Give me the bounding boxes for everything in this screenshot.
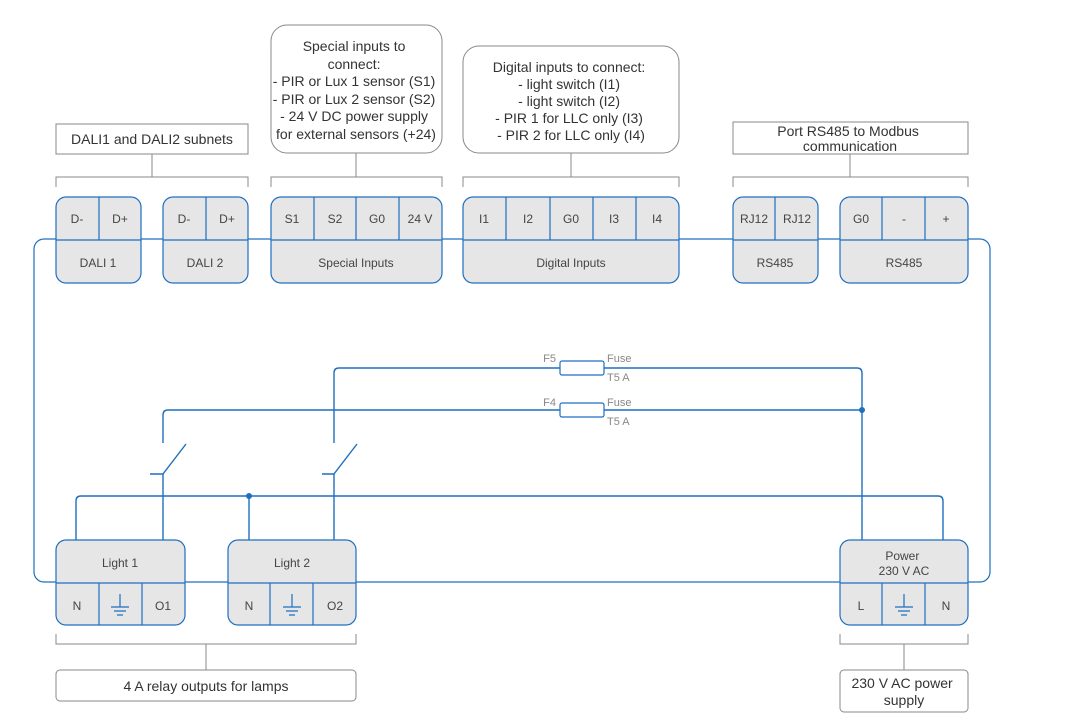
svg-text:230 V AC power supply: 230 V AC power supply [851,675,956,708]
pin-label: + [942,212,949,226]
pin-label: L [858,599,865,613]
callout-special-line: for external sensors (+24) [276,126,436,142]
pin-label: D+ [219,212,235,226]
ground-icon [111,594,129,616]
module-label: DALI 2 [187,256,224,270]
module-light2: Light 2 N O2 [227,539,357,626]
module-dali2: D- D+ DALI 2 [162,196,249,284]
callout-power-line: supply [884,692,924,708]
pin-label: G0 [369,212,385,226]
ground-icon [283,594,301,616]
pin-label: RJ12 [740,212,768,226]
callout-special: Special inputs to connect: - PIR or Lux … [270,24,443,154]
module-label: Digital Inputs [536,256,605,270]
module-label: RS485 [757,256,794,270]
svg-text:Port RS485 to Modbus com: Port RS485 to Modbus communication [777,123,923,154]
svg-text:Digital inputs to connect:: Digital inputs to connect: - light switc… [493,59,649,143]
pin-label: - [902,212,906,226]
pin-label: D- [71,212,84,226]
pin-label: D+ [112,212,128,226]
pin-label: I2 [523,212,533,226]
module-label: 230 V AC [879,564,930,578]
callout-special-line: - 24 V DC power supply [280,108,428,124]
callout-dali-text: DALI1 and DALI2 subnets [71,131,233,147]
module-power: Power 230 V AC L N [839,539,969,626]
pin-label: N [942,599,951,613]
bottom-brackets [55,634,969,670]
callout-special-line: - PIR or Lux 2 sensor (S2) [273,91,436,107]
fuse-f4: F4 Fuse T5 A [543,397,631,428]
module-dali1: D- D+ DALI 1 [55,196,142,284]
relay-switch-2 [322,443,358,500]
module-light1: Light 1 N O1 [55,539,186,626]
module-label: Light 1 [102,556,138,570]
ground-icon [895,594,913,616]
junction-dot [246,493,252,499]
fuse-id: F4 [543,397,556,409]
fuse-name: Fuse [607,353,631,365]
wire-f4 [162,409,862,443]
module-special-inputs: S1 S2 G0 24 V Special Inputs [270,196,443,284]
module-label: Power [885,549,919,563]
pin-label: I1 [479,212,489,226]
pin-label: G0 [853,212,869,226]
wire-f5 [333,367,863,540]
pin-label: S1 [285,212,300,226]
callout-dali: DALI1 and DALI2 subnets [55,123,249,155]
pin-label: RJ12 [783,212,811,226]
callout-rs485-line: communication [803,138,897,154]
pin-label: 24 V [408,212,433,226]
pin-label: G0 [563,212,579,226]
callout-relay: 4 A relay outputs for lamps [55,669,357,702]
callout-digital-line: - light switch (I1) [518,76,620,92]
relay-switch-1 [150,443,187,500]
module-label: Special Inputs [318,256,393,270]
pin-label: D- [178,212,191,226]
pin-label: N [73,599,82,613]
pin-label: S2 [328,212,343,226]
svg-text:Special inputs to connec: Special inputs to connect: - PIR or Lux … [273,38,440,142]
callout-rs485: Port RS485 to Modbus communication [732,121,969,155]
module-digital-inputs: I1 I2 G0 I3 I4 Digital Inputs [462,196,680,284]
callout-digital-line: - light switch (I2) [518,93,620,109]
callout-special-line: - PIR or Lux 1 sensor (S1) [273,73,436,89]
callout-power-line: 230 V AC power [851,675,953,691]
pin-label: N [245,599,254,613]
callout-digital-line: - PIR 2 for LLC only (I4) [497,127,645,143]
callout-power-supply: 230 V AC power supply [839,669,969,713]
junction-dot [859,407,865,413]
module-label: Light 2 [274,556,310,570]
module-rs485-terminal: G0 - + RS485 [839,196,969,284]
wire-neutral [75,495,944,540]
callout-digital-line: Digital inputs to connect: [493,59,646,75]
callout-special-line: connect: [328,56,381,72]
pin-label: O1 [155,599,171,613]
module-label: RS485 [886,256,923,270]
pin-label: I4 [652,212,662,226]
fuse-id: F5 [543,353,556,365]
fuse-rating: T5 A [607,416,630,428]
callout-relay-text: 4 A relay outputs for lamps [124,678,289,694]
callout-special-line: Special inputs to [303,38,406,54]
fuse-name: Fuse [607,397,631,409]
module-label: DALI 1 [80,256,117,270]
pin-label: O2 [327,599,343,613]
top-brackets [55,153,969,187]
callout-rs485-line: Port RS485 to Modbus [777,123,919,139]
callout-digital: Digital inputs to connect: - light switc… [462,45,680,154]
fuse-rating: T5 A [607,372,630,384]
wiring [75,367,944,540]
svg-text:Power 230 V AC: Power 230 V AC [879,549,930,578]
module-rs485-rj12: RJ12 RJ12 RS485 [732,196,819,284]
callout-digital-line: - PIR 1 for LLC only (I3) [495,110,643,126]
fuse-f5: F5 Fuse T5 A [543,353,631,384]
pin-label: I3 [609,212,619,226]
